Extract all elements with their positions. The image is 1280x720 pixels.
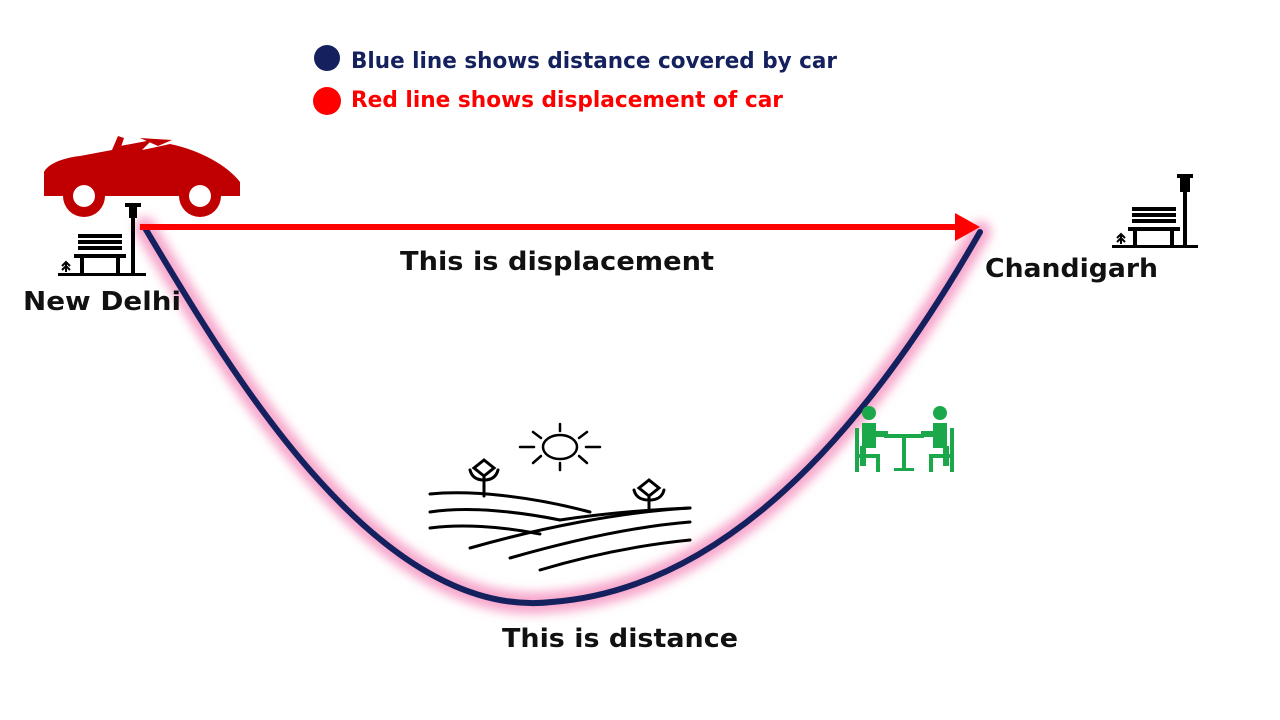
distance-curve: [134, 217, 991, 615]
people-at-table-icon: [855, 406, 954, 472]
legend-blue-dot: [314, 45, 340, 71]
park-bench-icon-end: [1112, 174, 1198, 248]
distance-label: This is distance: [502, 624, 738, 654]
distance-line: [142, 225, 983, 607]
end-city-label: Chandigarh: [985, 254, 1158, 284]
legend-red-text: Red line shows displacement of car: [351, 88, 783, 113]
legend: Blue line shows distance covered by car …: [313, 45, 837, 115]
park-bench-icon-start: [58, 203, 146, 276]
legend-blue-text: Blue line shows distance covered by car: [351, 49, 837, 74]
car-icon: [44, 136, 240, 217]
legend-red-dot: [313, 87, 341, 115]
sun-icon: [518, 422, 602, 472]
start-city-label: New Delhi: [23, 287, 181, 317]
displacement-arrow: [140, 213, 980, 241]
displacement-label: This is displacement: [400, 247, 714, 277]
farm-landscape-icon: [428, 458, 692, 572]
arrowhead: [955, 213, 980, 241]
